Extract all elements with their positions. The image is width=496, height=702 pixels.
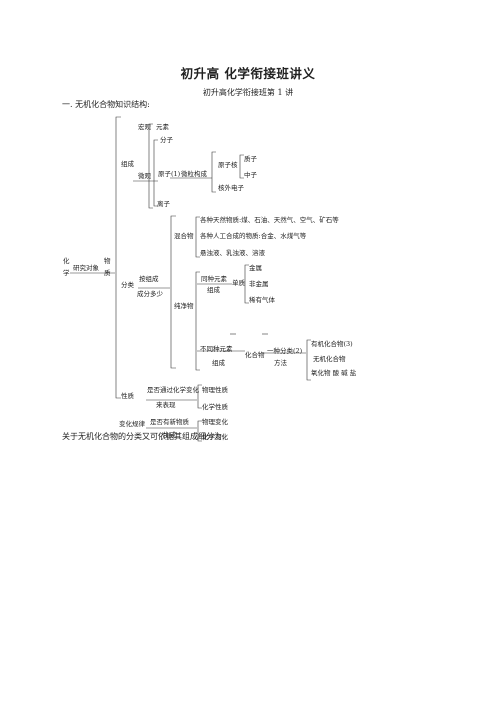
class-edge-bottom: 成分多少 bbox=[137, 290, 163, 298]
mixture-natural: 各种天然物质:煤、石油、天然气、空气、矿石等 bbox=[200, 216, 339, 224]
node-pure-substance: 纯净物 bbox=[174, 302, 194, 310]
node-atom-edge: 微粒构成 bbox=[181, 170, 207, 178]
node-ion: 离子 bbox=[157, 200, 170, 208]
change-edge-bottom: 生成 bbox=[163, 431, 176, 439]
footer-note: 关于无机化合物的分类又可依据其组成细分为: bbox=[62, 432, 225, 441]
change-edge-top: 是否有新物质 bbox=[150, 418, 189, 426]
node-micro: 微观 bbox=[138, 172, 151, 180]
node-chemical-change: 化学变化 bbox=[202, 433, 228, 441]
mixture-synthetic: 各种人工合成的物质:合金、水煤气等 bbox=[200, 232, 307, 240]
node-simple-substance: 单质 bbox=[232, 279, 245, 287]
prop-edge-top: 是否通过化学变化 bbox=[147, 386, 199, 394]
node-compound: 化合物 bbox=[245, 351, 265, 359]
node-classification: 分类 bbox=[121, 281, 134, 289]
node-atom-marker: (1) bbox=[171, 170, 181, 178]
node-neutron: 中子 bbox=[244, 171, 257, 179]
node-physical-change: 物理变化 bbox=[202, 418, 228, 426]
section-heading: 一. 无机化合物知识结构: bbox=[62, 100, 150, 109]
root-matter-bottom: 质 bbox=[104, 269, 111, 277]
node-proton: 质子 bbox=[244, 155, 257, 163]
split-method-top: 一种分类(2) bbox=[267, 347, 303, 355]
node-macro: 宏观 bbox=[138, 123, 151, 131]
same-element-top: 同种元素 bbox=[201, 275, 227, 283]
node-change-law: 变化规律 bbox=[119, 420, 145, 428]
diff-element-bottom: 组成 bbox=[212, 359, 225, 367]
node-composition: 组成 bbox=[121, 160, 134, 168]
node-metal: 金属 bbox=[249, 264, 262, 272]
node-mixture: 混合物 bbox=[174, 232, 194, 240]
node-organic-compound: 有机化合物(3) bbox=[311, 340, 353, 348]
node-physical-property: 物理性质 bbox=[202, 386, 228, 394]
lecture-subtitle: 初升高化学衔接班第 1 讲 bbox=[202, 88, 294, 97]
node-chemical-property: 化学性质 bbox=[202, 403, 228, 411]
root-edge-label: 研究对象 bbox=[73, 264, 99, 272]
diff-element-top: 不同种元素 bbox=[200, 345, 233, 353]
document-title: 初升高 化学衔接班讲义 bbox=[180, 66, 316, 81]
root-chemistry-top: 化 bbox=[63, 257, 70, 265]
node-electron: 核外电子 bbox=[218, 184, 244, 192]
node-inorganic-compound: 无机化合物 bbox=[313, 355, 346, 363]
node-element: 元素 bbox=[156, 123, 169, 131]
node-noble-gas: 稀有气体 bbox=[249, 296, 275, 304]
node-molecule: 分子 bbox=[160, 136, 173, 144]
node-atom: 原子 bbox=[158, 170, 171, 178]
split-method-bottom: 方法 bbox=[274, 359, 287, 367]
class-edge-top: 按组成 bbox=[139, 275, 159, 283]
mixture-suspensions: 悬浊液、乳浊液、溶液 bbox=[200, 249, 265, 257]
root-matter-top: 物 bbox=[104, 257, 111, 265]
prop-edge-bottom: 来表现 bbox=[156, 401, 176, 409]
oxide-acid-base-salt: 氧化物 酸 碱 盐 bbox=[311, 369, 357, 377]
node-property: 性质 bbox=[121, 392, 134, 400]
node-nucleus: 原子核 bbox=[218, 161, 238, 169]
node-nonmetal: 非金属 bbox=[249, 280, 269, 288]
same-element-bottom: 组成 bbox=[207, 286, 220, 294]
root-chemistry-bottom: 学 bbox=[63, 269, 70, 277]
